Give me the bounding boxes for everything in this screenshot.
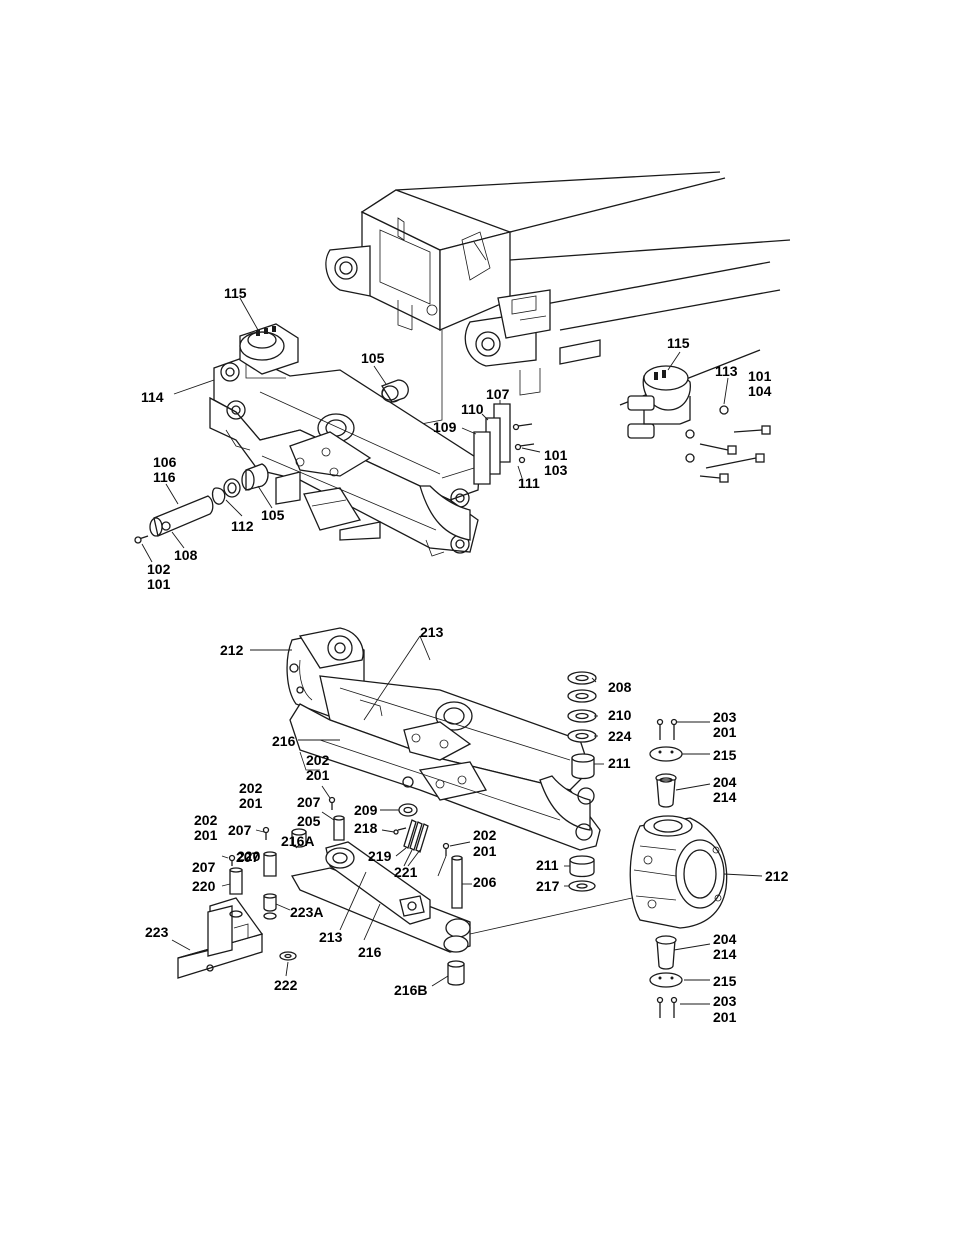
bushing-216A <box>291 828 307 848</box>
screws-101-103 <box>512 423 535 464</box>
chassis-frame <box>325 171 791 429</box>
label-212-right: 212 <box>765 868 789 884</box>
label-105-upper: 105 <box>361 350 385 366</box>
pin-assembly-left <box>134 463 269 544</box>
label-101-shim-screws: 101 <box>544 447 568 463</box>
label-223A: 223A <box>290 904 323 920</box>
label-116: 116 <box>153 469 176 485</box>
label-208: 208 <box>608 679 632 695</box>
pivot-block-115-right <box>627 365 691 439</box>
label-214-bottom: 214 <box>713 946 737 962</box>
label-213-top: 213 <box>420 624 444 640</box>
label-115-top-right: 115 <box>667 335 690 351</box>
label-222: 222 <box>274 977 298 993</box>
label-218: 218 <box>354 820 378 836</box>
leader-lines-top <box>141 297 729 563</box>
label-212-left: 212 <box>220 642 244 658</box>
label-207-far-left: 207 <box>192 859 216 875</box>
label-114: 114 <box>141 389 164 405</box>
label-211-lower: 211 <box>536 857 559 873</box>
pins-220 <box>228 826 277 895</box>
label-221: 221 <box>394 864 418 880</box>
label-202-right: 202 <box>473 827 497 843</box>
label-202-left-upper: 202 <box>239 780 263 796</box>
label-203-top: 203 <box>713 709 737 725</box>
leader-lines-bottom <box>171 635 763 1005</box>
label-108: 108 <box>174 547 198 563</box>
label-223: 223 <box>145 924 169 940</box>
label-211-upper: 211 <box>608 755 631 771</box>
label-207-center: 207 <box>297 794 321 810</box>
label-213-bottom: 213 <box>319 929 343 945</box>
label-107: 107 <box>486 386 510 402</box>
label-201-center: 201 <box>306 767 330 783</box>
axle-beam-top <box>209 355 481 557</box>
label-201-top-right: 201 <box>713 724 737 740</box>
label-209: 209 <box>354 802 378 818</box>
label-216-upper: 216 <box>272 733 296 749</box>
label-205: 205 <box>297 813 321 829</box>
label-103: 103 <box>544 462 568 478</box>
bushing-211-lower <box>568 855 596 892</box>
label-216A: 216A <box>281 833 314 849</box>
washer-stack <box>567 671 597 743</box>
label-220-upper: 220 <box>237 848 261 864</box>
washer-209 <box>398 803 418 817</box>
label-110: 110 <box>461 401 484 417</box>
label-204-top: 204 <box>713 774 737 790</box>
label-220-lower: 220 <box>192 878 216 894</box>
part-labels: 115 105 114 107 110 109 115 113 101 104 … <box>141 285 789 1025</box>
label-207-left-mid: 207 <box>236 849 260 865</box>
label-206: 206 <box>473 874 497 890</box>
bushing-216B <box>447 960 465 986</box>
label-201-far-left: 201 <box>194 827 218 843</box>
label-207-left-upper: 207 <box>228 822 252 838</box>
hub-212-right <box>629 815 728 929</box>
pivot-block-115-left <box>239 323 299 379</box>
bracket-223 <box>177 893 297 979</box>
label-216-lower: 216 <box>358 944 382 960</box>
label-217: 217 <box>536 878 560 894</box>
label-210: 210 <box>608 707 632 723</box>
label-216B: 216B <box>394 982 427 998</box>
label-105-lower: 105 <box>261 507 285 523</box>
label-106: 106 <box>153 454 177 470</box>
link-216 <box>290 841 633 953</box>
label-111: 111 <box>518 475 540 491</box>
label-203-bottom: 203 <box>713 993 737 1009</box>
label-102: 102 <box>147 561 171 577</box>
bushing-105-upper <box>381 379 409 403</box>
label-204-bottom: 204 <box>713 931 737 947</box>
label-201-bottom: 201 <box>713 1009 737 1025</box>
label-215-top: 215 <box>713 747 737 763</box>
pin-206 <box>442 842 463 909</box>
label-201-left-upper: 201 <box>239 795 263 811</box>
label-104: 104 <box>748 383 772 399</box>
label-113: 113 <box>715 363 738 379</box>
label-214-top: 214 <box>713 789 737 805</box>
bolts-101-104 <box>685 405 771 483</box>
label-215-bottom: 215 <box>713 973 737 989</box>
label-219: 219 <box>368 848 392 864</box>
sleeve-205 <box>328 796 345 841</box>
label-109: 109 <box>433 419 457 435</box>
kingpin-lower <box>649 935 683 1018</box>
kingpin-upper <box>649 718 683 808</box>
label-115-top-left: 115 <box>224 285 247 301</box>
axle-housing-main <box>286 627 601 851</box>
label-101-lower-left: 101 <box>147 576 171 592</box>
label-202-center: 202 <box>306 752 330 768</box>
shims-218-219-221 <box>393 819 429 853</box>
label-224: 224 <box>608 728 632 744</box>
label-112: 112 <box>231 518 254 534</box>
label-101-top-right: 101 <box>748 368 772 384</box>
label-202-far-left: 202 <box>194 812 218 828</box>
bushing-211-upper <box>571 753 595 780</box>
label-201-right: 201 <box>473 843 497 859</box>
shim-stack <box>441 403 511 485</box>
